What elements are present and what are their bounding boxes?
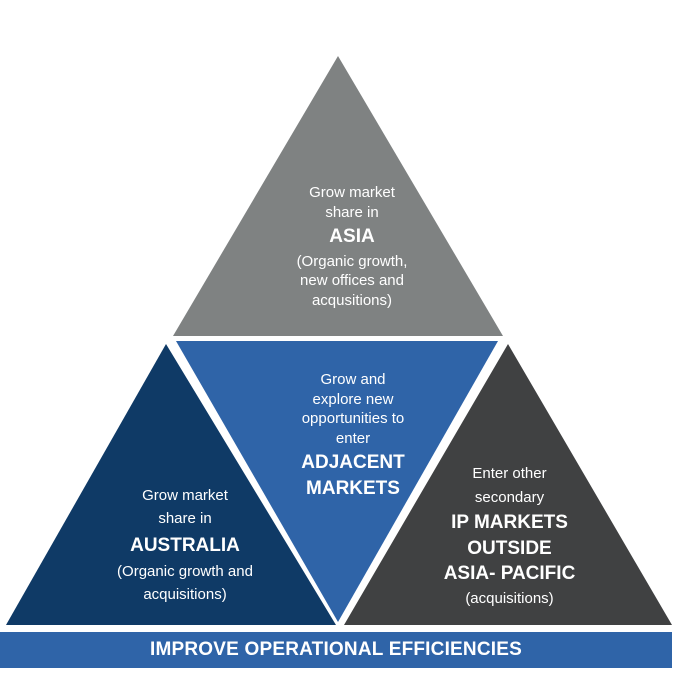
adjacent-title-1: ADJACENT (301, 452, 405, 473)
australia-detail-2: acquisitions) (143, 586, 227, 604)
asia-title: ASIA (329, 226, 375, 247)
triangle-center-adjacent (176, 341, 498, 622)
adjacent-line-3: opportunities to (301, 410, 405, 427)
ip-markets-line-1: Enter other (472, 465, 547, 482)
adjacent-line-4: enter (335, 429, 371, 447)
ip-markets-title-2: OUTSIDE (467, 537, 552, 559)
asia-detail-1: (Organic growth, (296, 252, 408, 270)
ip-markets-text-block: Enter other secondary IP MARKETS OUTSIDE… (402, 462, 617, 611)
australia-text-block: Grow market share in AUSTRALIA (Organic … (75, 484, 295, 607)
ip-markets-title-1: IP MARKETS (451, 512, 568, 533)
ip-markets-detail-1: (acquisitions) (465, 589, 554, 607)
adjacent-text-block: Grow and explore new opportunities to en… (258, 370, 448, 503)
australia-line-1: Grow market (142, 487, 228, 504)
ip-markets-line-2: secondary (474, 489, 545, 506)
operational-efficiencies-label: IMPROVE OPERATIONAL EFFICIENCIES (149, 639, 522, 660)
asia-line-2: share in (325, 203, 379, 221)
adjacent-line-1: Grow and (320, 371, 386, 388)
asia-detail-3: acqusitions) (311, 291, 393, 309)
adjacent-title-2: MARKETS (306, 477, 400, 499)
ip-markets-title-3: ASIA- PACIFIC (443, 563, 576, 585)
operational-efficiencies-bar: IMPROVE OPERATIONAL EFFICIENCIES (0, 632, 672, 668)
triangle-left-australia (6, 344, 336, 625)
australia-title: AUSTRALIA (130, 534, 240, 556)
triangle-right-ip-markets (344, 344, 672, 625)
asia-detail-2: new offices and (300, 272, 404, 290)
asia-text-block: Grow market share in ASIA (Organic growt… (252, 183, 452, 310)
triangle-top-asia (173, 56, 503, 336)
asia-line-1: Grow market (309, 184, 395, 201)
australia-detail-1: (Organic growth and (117, 563, 253, 581)
australia-line-2: share in (158, 510, 212, 528)
adjacent-line-2: explore new (312, 390, 394, 408)
